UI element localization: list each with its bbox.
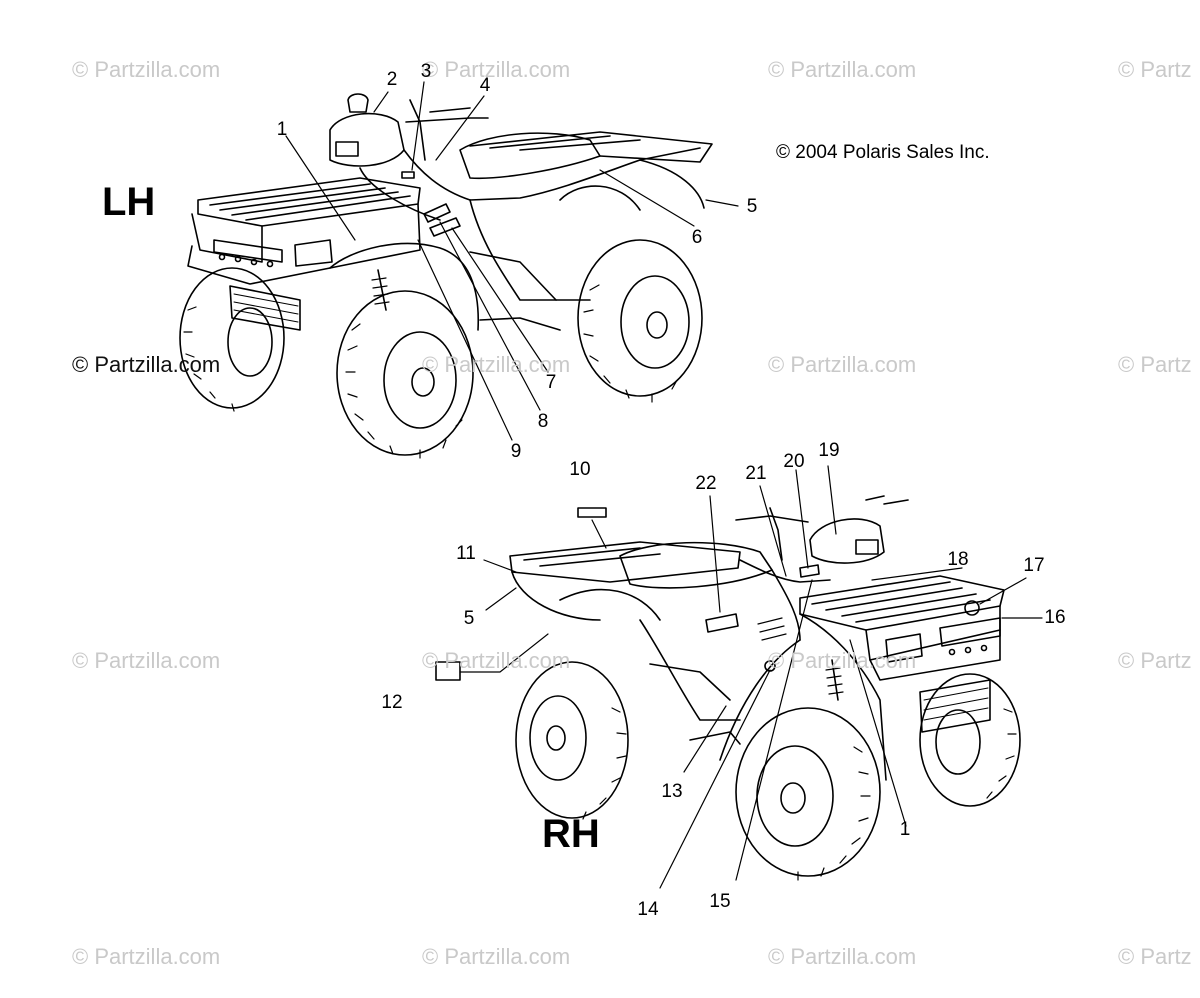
lh-atv-drawing [179,81,739,459]
watermark: © Partzilla.com [768,352,917,377]
watermark: © Partzilla.com [768,57,917,82]
callout-7: 7 [545,372,557,393]
callout-12: 12 [381,692,403,713]
callout-3: 3 [420,61,432,82]
callout-13: 13 [661,781,683,802]
copyright-notice: © 2004 Polaris Sales Inc. [776,142,990,163]
callout-15: 15 [709,891,731,912]
callout-20: 20 [783,451,805,472]
watermark-cut: © Partz [1118,352,1192,377]
watermark: © Partzilla.com [72,944,221,969]
callout-5-rh: 5 [463,608,475,629]
watermark-dark: © Partzilla.com [72,352,221,377]
watermark: © Partzilla.com [768,944,917,969]
callout-18: 18 [947,549,969,570]
watermark-cut: © Partz [1118,944,1192,969]
callout-8: 8 [537,411,549,432]
callout-2: 2 [386,69,398,90]
callout-5-lh: 5 [746,196,758,217]
watermark: © Partzilla.com [422,648,571,673]
watermark-cut: © Partz [1118,648,1192,673]
callout-19: 19 [818,440,840,461]
view-label-lh: LH [102,180,156,224]
callout-17: 17 [1023,555,1045,576]
callout-1-rh: 1 [899,819,911,840]
callout-16: 16 [1044,607,1066,628]
callout-10: 10 [569,459,591,480]
watermark: © Partzilla.com [422,352,571,377]
rh-atv-drawing [435,465,1043,889]
callout-4: 4 [479,75,491,96]
watermark: © Partzilla.com [422,57,571,82]
watermark: © Partzilla.com [72,648,221,673]
callout-11: 11 [456,543,476,564]
callout-9: 9 [510,441,522,462]
callout-21: 21 [745,463,767,484]
view-label-rh: RH [542,812,600,856]
callout-14: 14 [637,899,659,920]
watermark: © Partzilla.com [768,648,917,673]
callout-1-lh: 1 [276,119,288,140]
watermark: © Partzilla.com [72,57,221,82]
watermark-cut: © Partz [1118,57,1192,82]
callout-22: 22 [695,473,717,494]
watermark: © Partzilla.com [422,944,571,969]
callout-6: 6 [691,227,703,248]
